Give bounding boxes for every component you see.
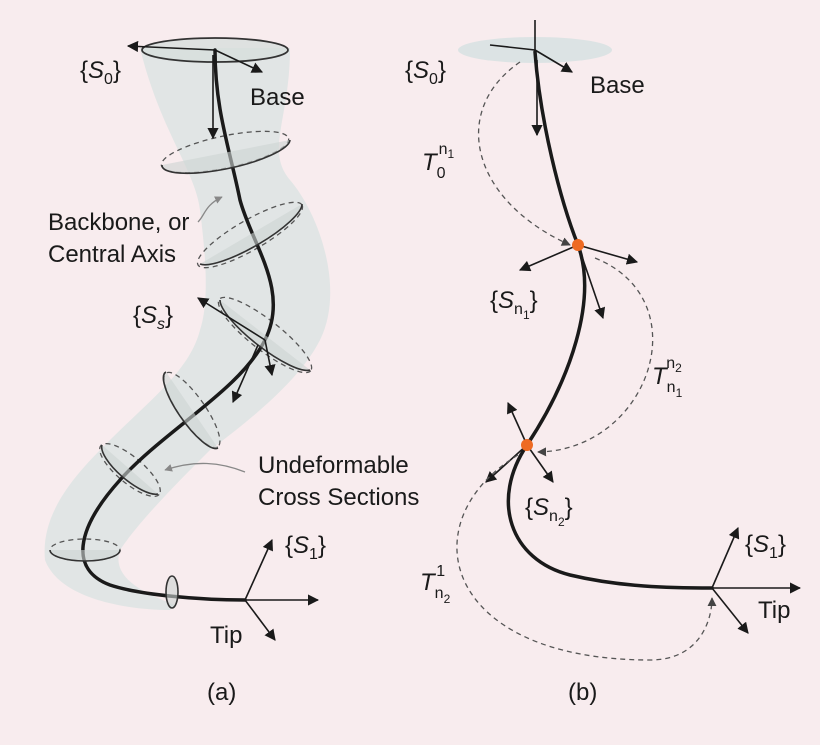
frame-sn1-label: {Sn1} — [490, 287, 538, 322]
panel-a: {S0} Base Backbone, or Central Axis {Ss}… — [44, 37, 419, 706]
base-label-b: Base — [590, 72, 645, 99]
node-n1 — [572, 239, 584, 251]
frame-sn2-label: {Sn2} — [525, 494, 573, 529]
panel-b: {S0} Base T0n1 {Sn1} Tn1n2 {Sn2} Tn21 {S… — [405, 20, 802, 706]
frame-s0-label: {S0} — [80, 57, 121, 88]
frame-s0-label-b: {S0} — [405, 57, 446, 88]
transform-arrow-n1-n2 — [537, 257, 654, 457]
backbone-label-line1: Backbone, or — [48, 209, 189, 236]
frame-ss-label: {Ss} — [133, 302, 173, 333]
base-label: Base — [250, 84, 305, 111]
frame-n2-axes — [485, 401, 554, 483]
transform-tn2-1-label: Tn21 — [420, 563, 451, 606]
cross-sections-front — [49, 139, 311, 609]
caption-b: (b) — [568, 679, 597, 706]
transform-arrow-n2-1 — [456, 454, 717, 661]
tip-label-b: Tip — [758, 597, 790, 624]
transform-arrow-0-n1 — [477, 61, 571, 246]
cross-section-leader — [164, 462, 246, 473]
backbone-curve — [81, 48, 276, 602]
base-frame-axes-b — [489, 20, 573, 137]
backbone-curve-b — [506, 50, 714, 590]
cross-sections-label-line1: Undeformable — [258, 452, 409, 479]
transform-t0-n1-label: T0n1 — [422, 141, 454, 182]
tip-label-a: Tip — [210, 622, 242, 649]
node-n2 — [521, 439, 533, 451]
base-frame-axes — [126, 40, 264, 140]
transform-tn1-n2-label: Tn1n2 — [652, 355, 683, 400]
backbone-label-line2: Central Axis — [48, 241, 176, 268]
frame-s1-label-b: {S1} — [745, 531, 786, 562]
frame-s1-label-a: {S1} — [285, 532, 326, 563]
tip-frame-axes-b — [711, 526, 802, 634]
backbone-leader — [197, 196, 223, 223]
tip-frame-axes — [244, 538, 320, 641]
frame-n1-axes — [518, 244, 639, 320]
caption-a: (a) — [207, 679, 236, 706]
cross-sections-label-line2: Cross Sections — [258, 484, 419, 511]
frame-s-axes — [197, 297, 276, 404]
